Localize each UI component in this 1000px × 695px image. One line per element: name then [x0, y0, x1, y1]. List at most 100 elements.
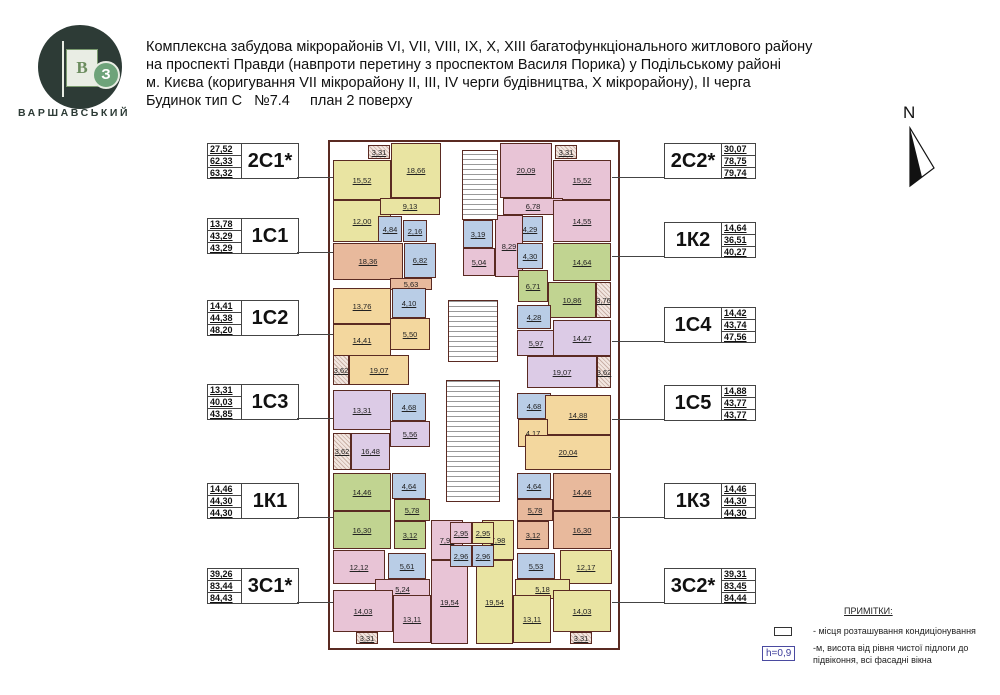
room-area: 13,11	[522, 614, 542, 624]
room: 14,46	[333, 473, 391, 511]
apartment-code: 1С5	[674, 391, 712, 414]
room-area: 5,63	[403, 279, 419, 289]
area-value: 40,27	[724, 247, 747, 257]
area-value: 14,88	[722, 386, 755, 398]
room: 6,78	[503, 198, 563, 215]
room: 14,55	[553, 200, 611, 242]
height-note-line: -м, висота від рівня чистої підлоги до	[813, 643, 969, 653]
flag-pole	[62, 41, 64, 97]
room-area: 13,76	[352, 301, 372, 311]
room: 13,76	[333, 288, 391, 324]
area-value: 44,30	[722, 496, 755, 508]
leader-line	[612, 419, 664, 420]
title-line: Комплексна забудова мікрорайонів VI, VII…	[146, 39, 813, 55]
room: 5,78	[394, 499, 430, 521]
brand-name: ВАРШАВСЬКИЙ	[18, 107, 131, 119]
room-area: 5,18	[535, 584, 550, 594]
room-area: 14,64	[572, 257, 592, 267]
room-area: 12,17	[576, 562, 596, 572]
room: 14,41	[333, 324, 391, 356]
room: 4,28	[517, 305, 551, 329]
apartment-code: 2С1*	[247, 149, 293, 172]
room: 12,12	[333, 550, 385, 584]
room-area: 3,62	[334, 447, 350, 456]
room-area: 14,55	[572, 216, 592, 226]
room: 19,07	[527, 356, 597, 388]
leader-line	[612, 256, 664, 257]
room-area: 2,95	[453, 528, 469, 538]
area-value: 14,46	[722, 484, 755, 496]
room-area: 6,71	[525, 281, 541, 291]
area-value: 84,43	[210, 593, 233, 603]
leader-line	[297, 517, 333, 518]
room-area: 4,28	[526, 312, 542, 322]
room-area: 14,47	[572, 333, 592, 343]
area-value: 27,52	[208, 144, 241, 156]
room-area: 14,41	[352, 335, 372, 345]
room: 19,54	[431, 560, 468, 644]
area-value: 84,44	[724, 593, 747, 603]
room-area: 19,07	[552, 367, 572, 377]
room-area: 2,96	[475, 551, 491, 561]
room: 2,95	[472, 522, 494, 544]
room-area: 5,04	[471, 257, 487, 267]
apartment-code: 1К3	[675, 489, 711, 512]
leader-line	[297, 418, 333, 419]
room-area: 20,04	[558, 448, 578, 457]
room-area: 6,78	[525, 202, 541, 211]
room: 3,62	[333, 433, 351, 470]
room-area: 5,61	[399, 561, 415, 571]
area-value: 36,51	[722, 235, 755, 247]
room: 13,11	[393, 595, 431, 643]
area-value: 13,31	[208, 385, 241, 397]
room: 18,36	[333, 243, 403, 280]
room-area: 13,11	[402, 614, 422, 624]
room: 4,68	[392, 393, 426, 421]
room-area: 3,12	[402, 530, 418, 540]
sheet-title: Комплексна забудова мікрорайонів VI, VII…	[146, 38, 812, 110]
room: 9,13	[380, 198, 440, 215]
area-value: 44,38	[208, 313, 241, 325]
room-area: 18,36	[358, 257, 378, 266]
area-value: 39,26	[208, 569, 241, 581]
room: 12,17	[560, 550, 612, 584]
leader-line	[612, 341, 664, 342]
room: 4,64	[392, 473, 426, 499]
area-value: 30,07	[722, 144, 755, 156]
room: 4,30	[517, 243, 543, 269]
room-area: 16,30	[352, 525, 372, 535]
room: 15,52	[333, 160, 391, 200]
stair-lift-core	[448, 300, 498, 362]
leader-line	[297, 334, 333, 335]
room-area: 18,66	[406, 166, 426, 175]
room: 3,12	[517, 521, 549, 549]
room-area: 4,30	[522, 251, 538, 261]
room-area: 3,12	[525, 530, 541, 540]
room-area: 14,46	[572, 487, 592, 497]
room-area: 9,13	[402, 202, 418, 211]
area-value: 43,29	[208, 231, 241, 243]
room-area: 5,53	[528, 561, 544, 571]
room-area: 12,00	[352, 216, 372, 226]
room: 14,64	[553, 243, 611, 281]
room-area: 4,84	[382, 224, 398, 234]
apartment-code: 1С1	[251, 224, 289, 247]
room-area: 14,03	[353, 606, 373, 616]
stair-lift-core	[446, 380, 500, 502]
area-value: 14,42	[722, 308, 755, 320]
room: 5,50	[390, 318, 430, 350]
room-area: 4,29	[522, 224, 538, 234]
ac-marker-icon	[774, 627, 792, 636]
